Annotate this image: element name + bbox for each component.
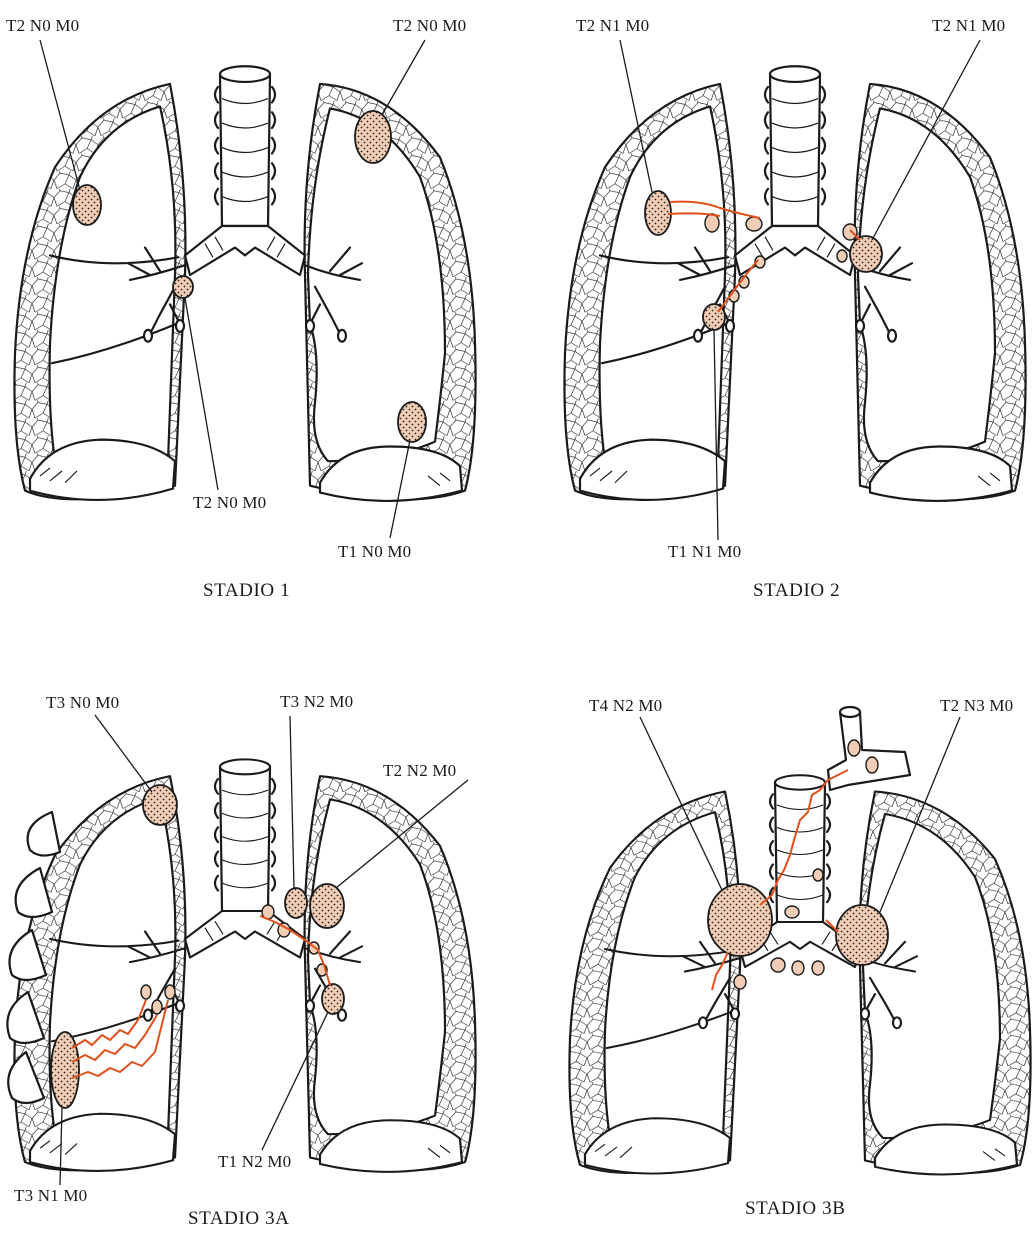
staging-label: T2 N3 M0	[940, 696, 1013, 715]
staging-label: T2 N0 M0	[193, 493, 266, 512]
staging-label: T2 N1 M0	[932, 16, 1005, 35]
tumor-lower-left	[398, 402, 426, 442]
panel-stadio-3a: T3 N0 M0 T3 N2 M0 T2 N2 M0 T1 N2 M0 T3 N…	[7, 692, 475, 1229]
staging-label: T2 N1 M0	[576, 16, 649, 35]
tumor-chest-wall	[51, 1032, 79, 1108]
staging-label: T4 N2 M0	[589, 696, 662, 715]
panel-caption: STADIO 3B	[745, 1198, 845, 1219]
panel-caption: STADIO 2	[753, 580, 840, 601]
tumor-hilar-left	[310, 884, 344, 928]
tumor-carina	[285, 888, 307, 918]
panel-caption: STADIO 3A	[188, 1208, 290, 1229]
staging-label: T1 N1 M0	[668, 542, 741, 561]
tumor-hilar-right	[173, 276, 193, 298]
tumor-upper-left	[355, 111, 391, 163]
tumor-lower-left	[322, 984, 344, 1014]
panel-stadio-2: T2 N1 M0 T2 N1 M0 T1 N1 M0 STADIO 2	[564, 16, 1025, 601]
tumor-hilar-left	[836, 905, 888, 965]
panel-caption: STADIO 1	[203, 580, 290, 601]
tumor-apex-right	[143, 785, 177, 825]
tumor-upper-right	[645, 191, 671, 235]
staging-label: T3 N0 M0	[46, 693, 119, 712]
staging-label: T1 N0 M0	[338, 542, 411, 561]
panel-stadio-1: T2 N0 M0 T2 N0 M0 T2 N0 M0 T1 N0 M0 STAD…	[6, 16, 476, 601]
staging-label: T3 N2 M0	[280, 692, 353, 711]
staging-label: T1 N2 M0	[218, 1152, 291, 1171]
panel-stadio-3b: T4 N2 M0 T2 N3 M0 STADIO 3B	[569, 696, 1030, 1219]
tumor-hilar-left	[850, 236, 882, 272]
staging-label: T2 N2 M0	[383, 761, 456, 780]
staging-label: T2 N0 M0	[6, 16, 79, 35]
tumor-mediastinal-invasion	[708, 884, 772, 956]
tumor-upper-right	[73, 185, 101, 225]
neck-vessel	[828, 707, 910, 790]
staging-label: T2 N0 M0	[393, 16, 466, 35]
staging-label: T3 N1 M0	[14, 1186, 87, 1205]
